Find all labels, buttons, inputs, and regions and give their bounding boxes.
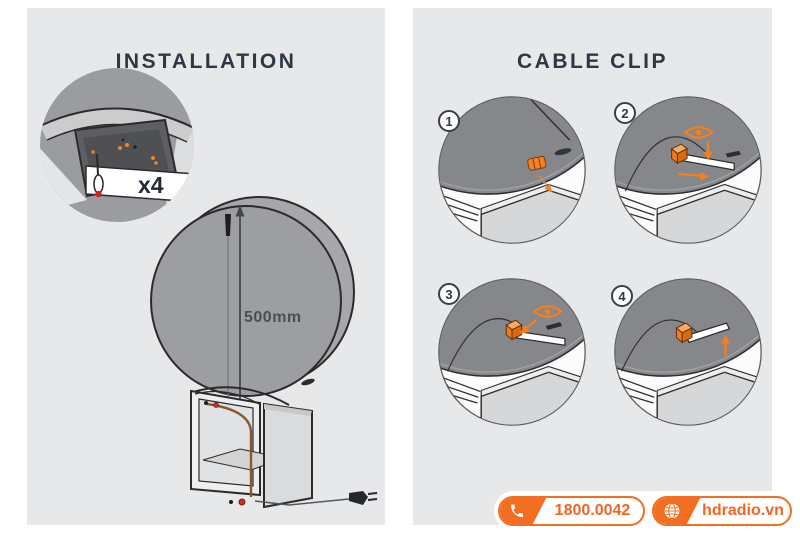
installation-title: INSTALLATION bbox=[115, 50, 297, 74]
cable-clip-part bbox=[675, 322, 693, 344]
phone-icon bbox=[500, 497, 547, 524]
contact-bar: 1800.0042 hdradio.vn bbox=[494, 491, 796, 530]
cable-clip-part bbox=[505, 319, 523, 341]
step-number-badge: 3 bbox=[438, 283, 460, 305]
eye-icon bbox=[532, 305, 563, 318]
power-plug-icon bbox=[254, 491, 378, 506]
dimension-label: 500mm bbox=[244, 309, 302, 326]
down-arrow-icon bbox=[538, 175, 553, 193]
cable-rod bbox=[685, 322, 731, 344]
cable-clip-panel: CABLE CLIP bbox=[413, 8, 772, 525]
screw-detail-inset bbox=[40, 68, 194, 222]
cable-clip-part bbox=[670, 143, 688, 165]
cabinet bbox=[190, 378, 315, 509]
step-number-badge: 1 bbox=[438, 110, 460, 132]
right-arrow-icon bbox=[678, 171, 710, 181]
cable-clip-step-2 bbox=[611, 93, 765, 247]
installation-diagram bbox=[40, 68, 378, 509]
cable-clip-step-4 bbox=[611, 275, 765, 429]
cable-clip-part bbox=[527, 155, 547, 171]
cable-clip-step-3 bbox=[435, 275, 589, 429]
installation-panel: INSTALLATION bbox=[27, 8, 385, 525]
website-url: hdradio.vn bbox=[702, 501, 784, 519]
eye-icon bbox=[683, 126, 714, 139]
step-number-badge: 4 bbox=[611, 285, 633, 307]
screwdriver-icon bbox=[91, 150, 104, 198]
phone-number: 1800.0042 bbox=[554, 501, 631, 519]
screw-count-label: x4 bbox=[138, 172, 164, 198]
phone-badge[interactable]: 1800.0042 bbox=[498, 495, 645, 526]
cable-clip-title: CABLE CLIP bbox=[517, 50, 668, 74]
step-number-badge: 2 bbox=[614, 102, 636, 124]
website-badge[interactable]: hdradio.vn bbox=[652, 495, 792, 526]
speaker-disc bbox=[150, 196, 355, 397]
up-arrow-icon bbox=[721, 334, 730, 356]
globe-icon bbox=[654, 497, 701, 524]
down-arrow-icon bbox=[703, 141, 713, 161]
cable-clip-step-1 bbox=[435, 93, 589, 247]
down-left-arrow-icon bbox=[519, 319, 537, 334]
clip-slot bbox=[554, 148, 572, 156]
